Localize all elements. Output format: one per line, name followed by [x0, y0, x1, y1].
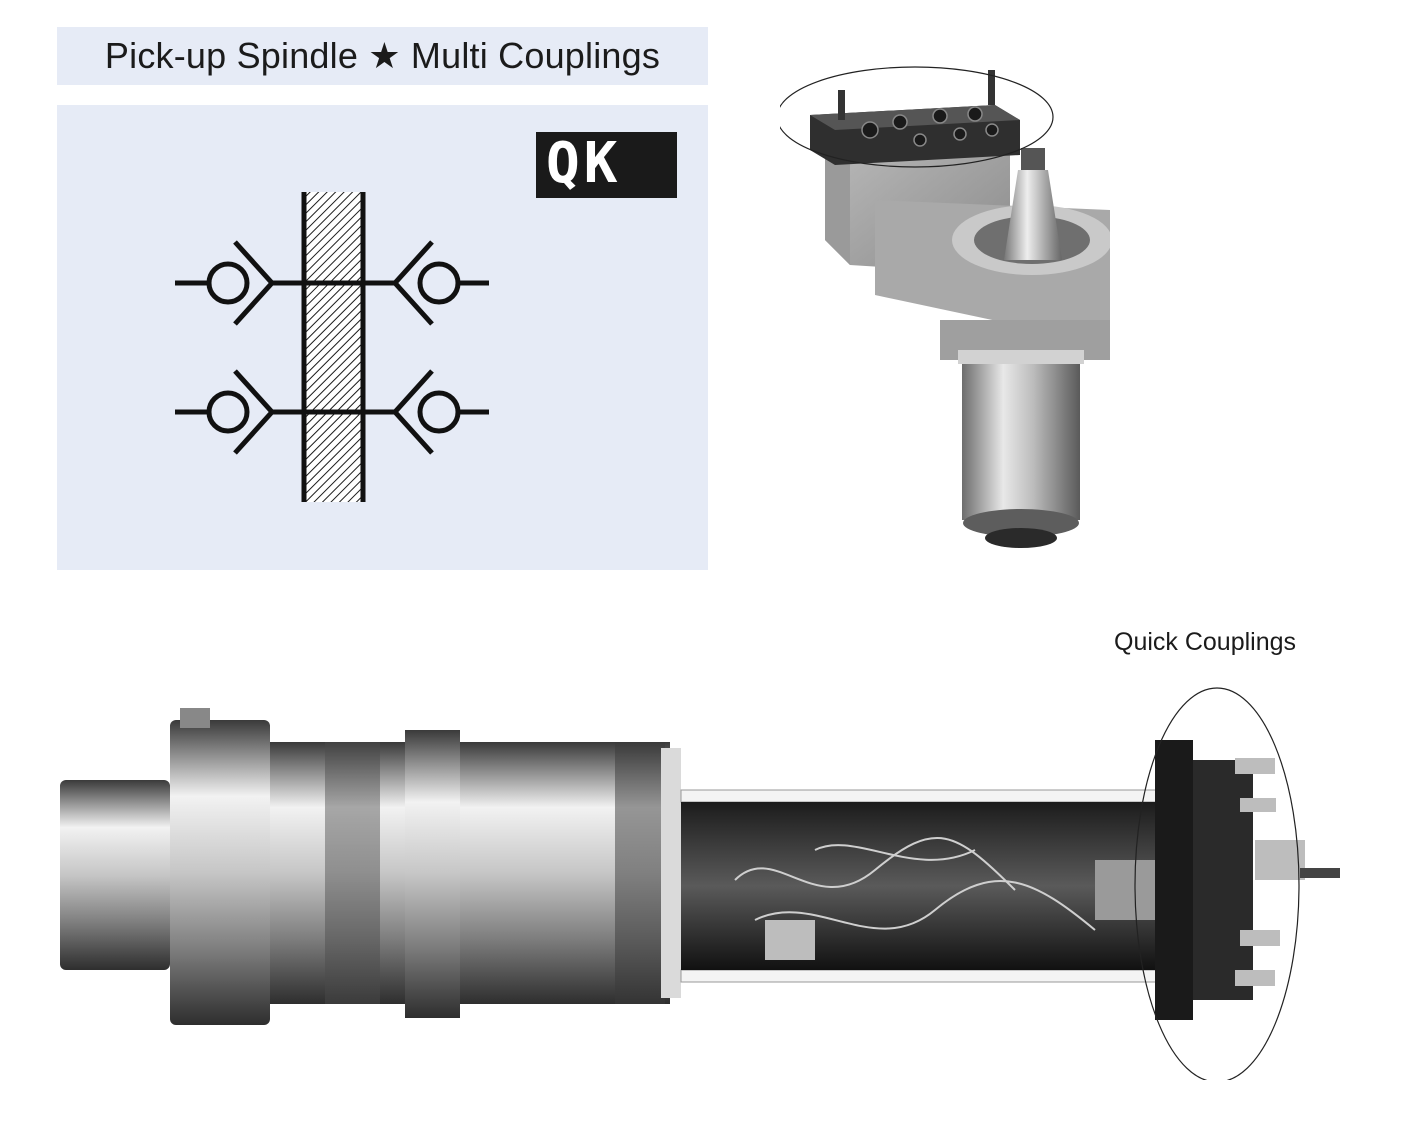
multi-coupling-symbol-icon [175, 192, 489, 502]
qk-badge: QK [536, 132, 677, 198]
diagram-panel: QK [57, 105, 708, 570]
spindle-assembly-photo-icon [60, 687, 1340, 1080]
page-title: Pick-up Spindle ★ Multi Couplings [104, 35, 661, 76]
spindle-head-photo-icon [780, 66, 1110, 548]
title-bar: Pick-up Spindle ★ Multi Couplings [57, 27, 708, 85]
quick-couplings-label: Quick Couplings [1114, 628, 1297, 656]
qk-badge-text: QK [546, 131, 622, 196]
